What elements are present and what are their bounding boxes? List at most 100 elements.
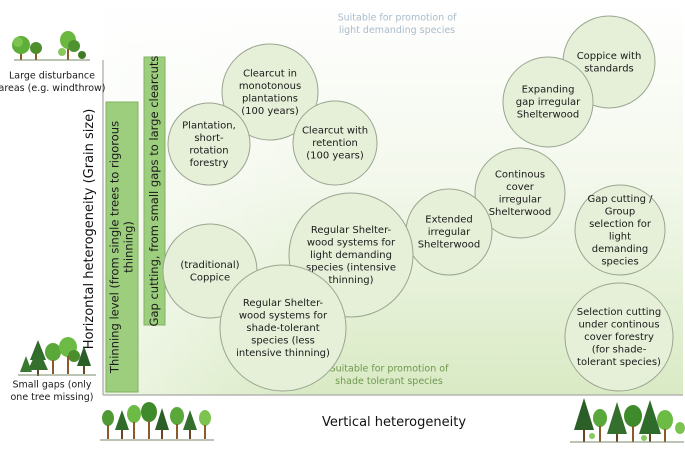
thinning-level-bar <box>105 101 139 393</box>
bubble-label-regular-shade-tolerant-line: Regular Shelter- <box>243 298 324 309</box>
bubble-label-clearcut-monotonous-line: monotonous <box>239 81 301 92</box>
bubble-label-regular-light-demanding-line: Regular Shelter- <box>311 225 392 236</box>
bubble-label-coppice-standards-line: standards <box>584 63 634 74</box>
bubble-label-clearcut-retention-line: (100 years) <box>306 151 364 162</box>
shade-tolerant-note: Suitable for promotion of shade tolerant … <box>330 363 449 387</box>
bubble-label-continuous-cover-irregular-line: Shelterwood <box>489 207 552 218</box>
bubble-label-plantation-short-rotation-line: forestry <box>190 158 229 169</box>
large-disturbance-caption: Large disturbance areas (e.g. windthrow) <box>0 70 106 94</box>
bubble-label-expanding-gap-line: Shelterwood <box>517 110 580 121</box>
bubble-label-clearcut-monotonous-line: (100 years) <box>241 106 299 117</box>
bubble-label-clearcut-retention-line: retention <box>312 138 358 149</box>
bubble-label-continuous-cover-irregular-line: irregular <box>499 194 542 205</box>
light-demanding-note-text-line: light demanding species <box>339 25 455 36</box>
bar-labels: Thinning level (from single trees to rig… <box>108 56 162 375</box>
bubble-label-clearcut-monotonous-line: plantations <box>242 93 298 104</box>
thinning-level-label-line: Thinning level (from single trees to rig… <box>108 121 122 374</box>
large-disturbance-caption-text-line: areas (e.g. windthrow) <box>0 83 106 94</box>
bubble-label-regular-shade-tolerant-line: intensive thinning) <box>236 348 330 359</box>
bubble-label-gap-cutting-group-line: Gap cutting / <box>587 194 653 205</box>
bubble-label-traditional-coppice-line: (traditional) <box>180 260 239 271</box>
light-demanding-note-text: Suitable for promotion of light demanding… <box>338 12 457 36</box>
bubble-label-selection-cutting-line: cover forestry <box>584 332 654 343</box>
bubble-clearcut-retention <box>292 100 378 186</box>
light-demanding-note-text-line: Suitable for promotion of <box>338 12 457 23</box>
bubble-label-traditional-coppice: (traditional)Coppice <box>180 260 239 284</box>
bubble-label-gap-cutting-group-line: selection for <box>589 219 652 230</box>
bubble-label-regular-shade-tolerant-line: wood systems for <box>239 311 328 322</box>
bubble-label-expanding-gap-line: Expanding <box>522 85 575 96</box>
small-gaps-trees-icon <box>18 337 96 376</box>
bubble-label-selection-cutting-line: under continous <box>578 320 659 331</box>
gap-cutting-label: Gap cutting, from small gaps to large cl… <box>147 56 161 327</box>
large-disturbance-caption-text-line: Large disturbance <box>9 70 95 81</box>
gap-cutting-label-line: Gap cutting, from small gaps to large cl… <box>147 56 161 327</box>
bubble-expanding-gap <box>502 56 594 148</box>
bubble-label-regular-light-demanding-line: wood systems for <box>307 238 396 249</box>
bubble-label-regular-shade-tolerant-line: species (less <box>251 336 315 347</box>
bubble-label-continuous-cover-irregular-line: cover <box>506 182 535 193</box>
large-disturbance-trees-icon <box>12 31 90 61</box>
thinning-level-label-group: Thinning level (from single trees to rig… <box>108 121 136 374</box>
bubble-label-traditional-coppice-line: Coppice <box>190 272 230 283</box>
small-gaps-caption-text: Small gaps (only one tree missing) <box>10 379 93 403</box>
bubble-label-extended-irregular-line: Extended <box>425 215 473 226</box>
bubble-label-gap-cutting-group-line: demanding <box>592 244 649 255</box>
bubble-label-plantation-short-rotation-line: rotation <box>189 145 228 156</box>
light-demanding-note: Suitable for promotion of light demanding… <box>338 12 457 36</box>
shade-tolerant-note-text-line: Suitable for promotion of <box>330 363 449 374</box>
small-gaps-caption-text-line: one tree missing) <box>10 392 93 403</box>
bubble-label-regular-light-demanding-line: species (intensive <box>306 263 396 274</box>
bubble-label-selection-cutting-line: (for shade- <box>592 345 647 356</box>
bubble-label-clearcut-monotonous-line: Clearcut in <box>243 68 297 79</box>
bubble-label-regular-shade-tolerant-line: shade-tolerant <box>246 323 319 334</box>
large-disturbance-caption-text: Large disturbance areas (e.g. windthrow) <box>0 70 106 94</box>
bubble-label-clearcut-retention-line: Clearcut with <box>302 126 368 137</box>
low-vertical-heterogeneity-trees-icon <box>100 402 214 441</box>
bubble-label-regular-light-demanding-line: light demanding <box>310 250 392 261</box>
bubble-label-expanding-gap-line: gap irregular <box>516 97 581 108</box>
gap-cutting-bar <box>143 56 166 326</box>
bubble-label-gap-cutting-group-line: Group <box>605 206 635 217</box>
bubble-gap-cutting-group <box>574 184 666 276</box>
bubble-label-extended-irregular-line: Shelterwood <box>418 240 481 251</box>
bubble-label-plantation-short-rotation: Plantation, short-rotation forestry <box>182 120 236 169</box>
bubble-label-extended-irregular-line: irregular <box>428 227 471 238</box>
bubble-label-gap-cutting-group-line: species <box>601 256 638 267</box>
bubble-regular-shade-tolerant <box>219 264 347 392</box>
bubble-label-regular-light-demanding-line: thinning) <box>328 275 373 286</box>
shade-tolerant-note-text: Suitable for promotion of shade tolerant … <box>330 363 449 387</box>
bubble-label-plantation-short-rotation-line: short- <box>194 133 224 144</box>
bubble-label-selection-cutting-line: Selection cutting <box>577 307 661 318</box>
bubble-label-continuous-cover-irregular-line: Continous <box>495 169 545 180</box>
bubble-label-plantation-short-rotation-line: Plantation, <box>182 120 236 131</box>
bubble-label-selection-cutting-line: tolerant species) <box>577 357 661 368</box>
bubble-plantation-short-rotation <box>167 102 251 186</box>
high-vertical-heterogeneity-trees-icon <box>570 398 685 443</box>
bubble-continuous-cover-irregular <box>474 147 566 239</box>
bubble-selection-cutting <box>564 282 674 392</box>
bubble-label-gap-cutting-group-line: light <box>609 231 631 242</box>
small-gaps-caption: Small gaps (only one tree missing) <box>10 379 93 403</box>
bubble-label-coppice-standards-line: Coppice with <box>577 51 642 62</box>
x-axis-title: Vertical heterogeneity <box>322 415 466 430</box>
y-axis-title: Horizontal heterogeneity (Grain size) <box>82 109 97 350</box>
thinning-level-label-line: thinning) <box>122 221 136 273</box>
small-gaps-caption-text-line: Small gaps (only <box>12 379 91 390</box>
thinning-level-label: Thinning level (from single trees to rig… <box>108 121 136 374</box>
shade-tolerant-note-text-line: shade tolerant species <box>335 376 443 387</box>
gap-cutting-label-group: Gap cutting, from small gaps to large cl… <box>147 56 161 327</box>
bubble-clearcut-monotonous <box>221 43 319 141</box>
